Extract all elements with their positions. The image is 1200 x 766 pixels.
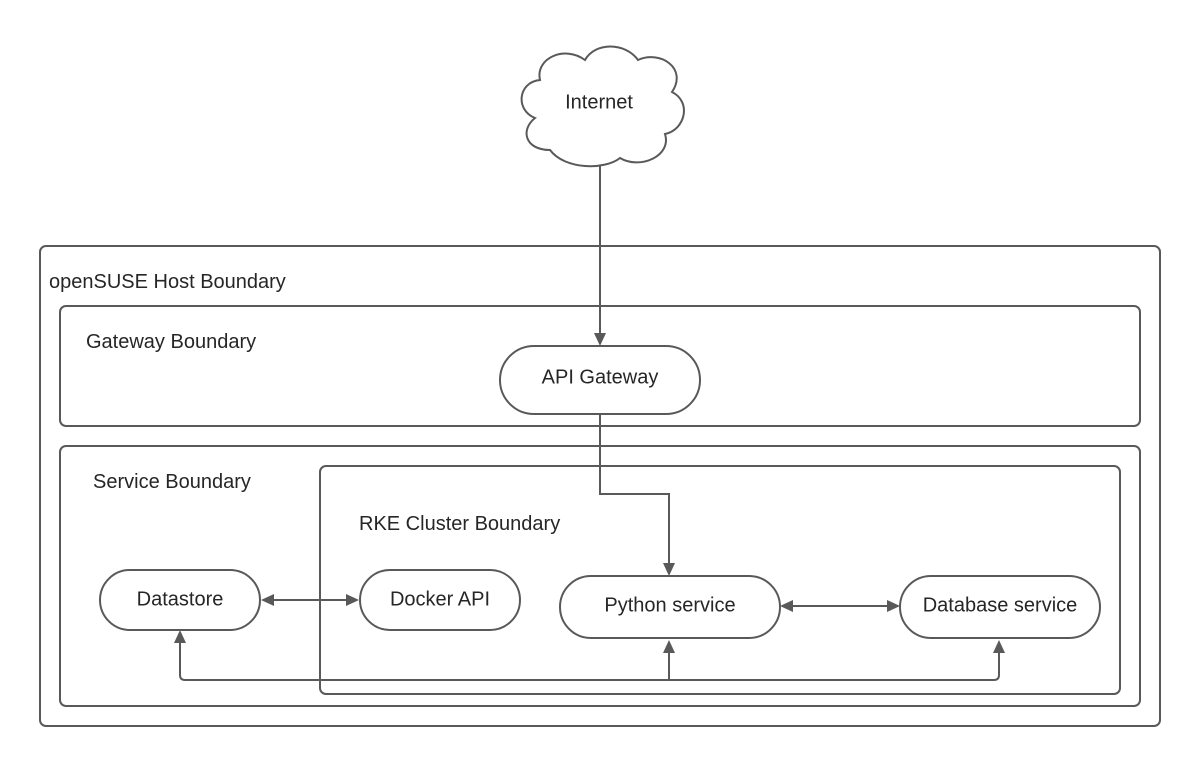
edge-bottom-bus xyxy=(179,642,1000,681)
arrowhead-datastore-right xyxy=(261,594,274,606)
edge-api-gateway-to-python-service xyxy=(599,414,670,564)
arrowhead-docker-api-left xyxy=(346,594,359,606)
gateway-boundary-label: Gateway Boundary xyxy=(86,331,256,353)
database-service-node xyxy=(899,575,1101,639)
rke-cluster-boundary-label: RKE Cluster Boundary xyxy=(359,513,560,535)
datastore-node xyxy=(99,569,261,631)
internet-label: Internet xyxy=(565,91,633,113)
arrowhead-python-service-top xyxy=(663,563,675,576)
datastore-label: Datastore xyxy=(137,588,224,610)
api-gateway-node xyxy=(499,345,701,415)
arrowhead-python-service-right xyxy=(780,600,793,612)
python-service-label: Python service xyxy=(604,594,735,616)
arrowhead-database-service-bottom xyxy=(993,640,1005,653)
docker-api-label: Docker API xyxy=(390,588,490,610)
arrowhead-database-service-left xyxy=(887,600,900,612)
host-boundary-label: openSUSE Host Boundary xyxy=(49,271,286,293)
arrowhead-api-gateway-top xyxy=(594,333,606,346)
service-boundary-label: Service Boundary xyxy=(93,471,251,493)
database-service-label: Database service xyxy=(923,594,1078,616)
docker-api-node xyxy=(359,569,521,631)
python-service-node xyxy=(559,575,781,639)
arrowhead-datastore-bottom xyxy=(174,630,186,643)
internet-cloud-icon xyxy=(520,45,685,168)
arrowhead-python-service-bottom xyxy=(663,640,675,653)
api-gateway-label: API Gateway xyxy=(542,366,659,388)
